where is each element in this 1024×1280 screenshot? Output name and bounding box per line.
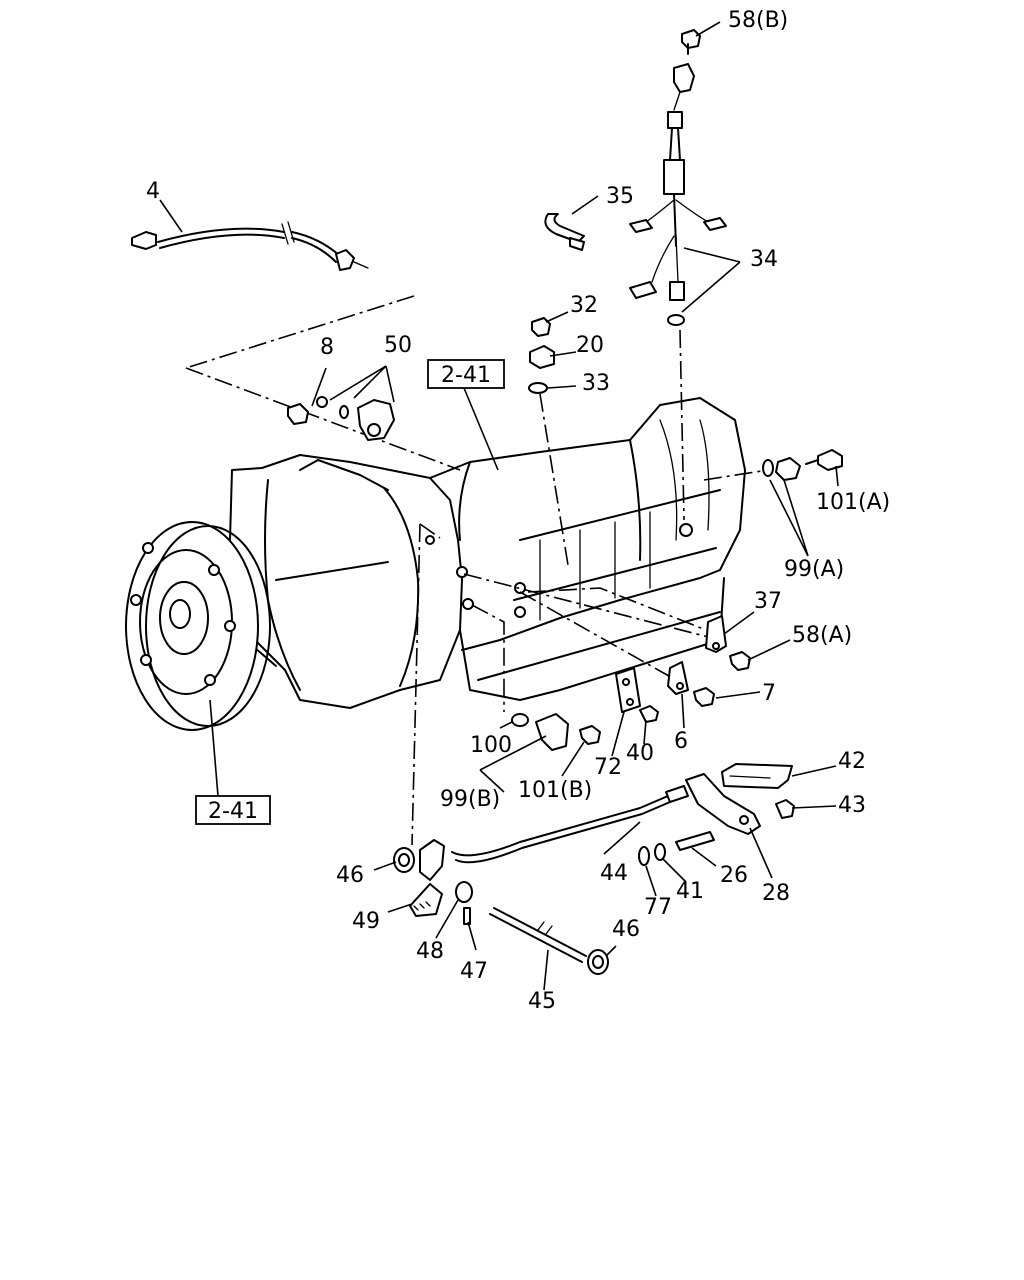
callout-label: 34 (750, 247, 778, 272)
transmission-housing (229, 397, 746, 709)
reference-box-1: 2-41 (427, 359, 505, 389)
callout-label: 28 (762, 881, 790, 906)
callout-label: 20 (576, 333, 604, 358)
callout-label: 33 (582, 371, 610, 396)
small-parts (287, 29, 843, 975)
speedometer-cable (131, 221, 369, 271)
reference-box-label: 2-41 (441, 363, 491, 388)
callout-label: 100 (470, 733, 512, 758)
callout-label: 101(A) (816, 490, 890, 515)
callout-label: 37 (754, 589, 782, 614)
callout-label: 7 (762, 681, 776, 706)
alignment-lines (185, 295, 769, 846)
callout-label: 47 (460, 959, 488, 984)
callout-label: 58(A) (792, 623, 852, 648)
callout-label: 32 (570, 293, 598, 318)
callout-label: 101(B) (518, 778, 592, 803)
callout-label: 41 (676, 879, 704, 904)
callout-labels: 58(B) 35 34 4 32 20 33 8 50 101(A) 99(A)… (146, 8, 890, 1014)
callout-label: 46 (612, 917, 640, 942)
torque-converter (125, 521, 271, 731)
callout-label: 50 (384, 333, 412, 358)
callout-label: 58(B) (728, 8, 788, 33)
callout-label: 26 (720, 863, 748, 888)
callout-label: 6 (674, 729, 688, 754)
callout-label: 40 (626, 741, 654, 766)
callout-label: 49 (352, 909, 380, 934)
callout-label: 72 (594, 755, 622, 780)
leader-lines (159, 21, 839, 991)
callout-label: 43 (838, 793, 866, 818)
callout-label: 44 (600, 861, 628, 886)
callout-label: 99(B) (440, 787, 500, 812)
callout-label: 48 (416, 939, 444, 964)
callout-label: 45 (528, 989, 556, 1014)
reference-box-label: 2-41 (208, 799, 258, 824)
reference-box-2: 2-41 (195, 795, 271, 825)
callout-label: 4 (146, 179, 160, 204)
callout-label: 42 (838, 749, 866, 774)
callout-label: 35 (606, 184, 634, 209)
callout-label: 77 (644, 895, 672, 920)
callout-label: 99(A) (784, 557, 844, 582)
callout-label: 8 (320, 335, 334, 360)
callout-label: 46 (336, 863, 364, 888)
